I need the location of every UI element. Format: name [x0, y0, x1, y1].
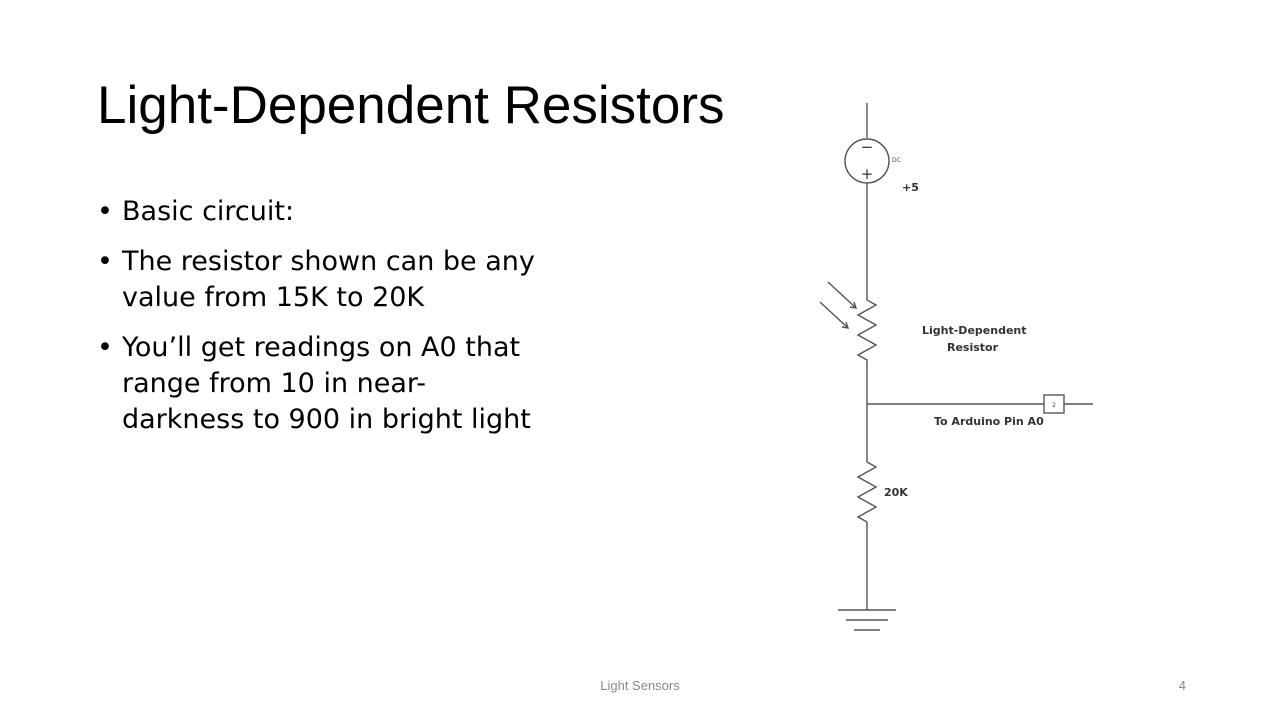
- resistor-value-label: 20K: [884, 486, 908, 499]
- pin-number: 2: [1052, 402, 1056, 409]
- bullet-item: • You’ll get readings on A0 that range f…: [97, 330, 547, 438]
- source-minus-sign: −: [861, 138, 874, 156]
- fixed-resistor-symbol: [856, 461, 878, 523]
- bullet-text: You’ll get readings on A0 that range fro…: [122, 332, 531, 435]
- light-arrow-2: [819, 301, 849, 329]
- bullet-text: The resistor shown can be any value from…: [122, 246, 535, 313]
- bullet-list: • Basic circuit: • The resistor shown ca…: [97, 194, 547, 452]
- bullet-glyph: •: [97, 196, 113, 227]
- light-arrow-1: [827, 281, 857, 309]
- ldr-label-line2: Resistor: [947, 341, 999, 354]
- source-type-tag: DC: [892, 157, 901, 164]
- footer-text: Light Sensors: [600, 678, 680, 693]
- slide-title: Light-Dependent Resistors: [97, 76, 725, 135]
- bullet-item: • Basic circuit:: [97, 194, 547, 230]
- pin-label: To Arduino Pin A0: [934, 415, 1044, 428]
- circuit-diagram: − + DC +5 Light-Dependent Resistor 2 To …: [819, 103, 1093, 631]
- voltage-label: +5: [902, 181, 919, 194]
- source-plus-sign: +: [861, 165, 874, 183]
- light-arrow-2-head: [841, 321, 850, 329]
- bullet-item: • The resistor shown can be any value fr…: [97, 244, 547, 316]
- ldr-label-line1: Light-Dependent: [922, 324, 1027, 337]
- ldr-resistor-symbol: [856, 296, 878, 372]
- light-arrow-1-head: [849, 301, 858, 309]
- bullet-text: Basic circuit:: [122, 196, 295, 227]
- bullet-glyph: •: [97, 246, 113, 277]
- bullet-glyph: •: [97, 332, 113, 363]
- page-number: 4: [1178, 678, 1186, 693]
